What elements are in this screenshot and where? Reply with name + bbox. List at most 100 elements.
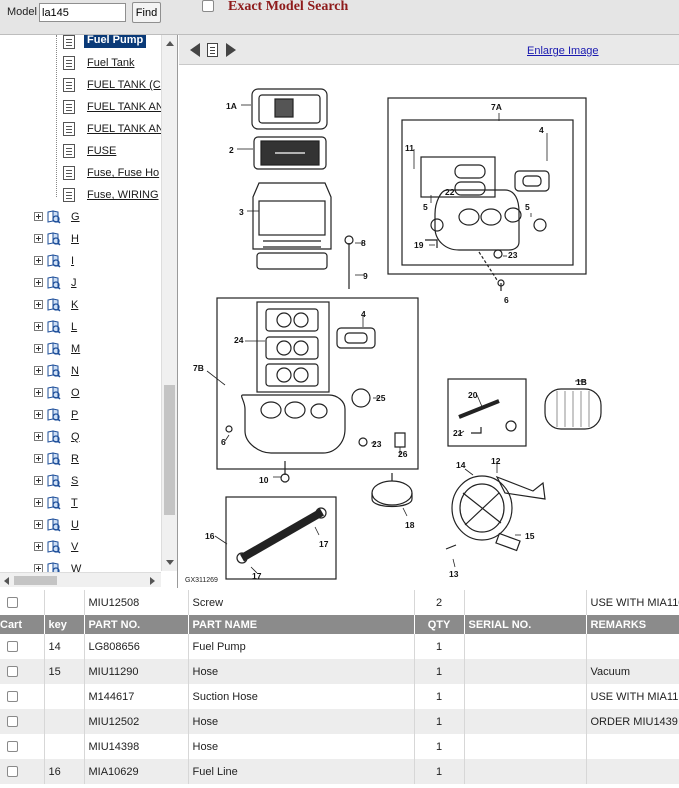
callout-21[interactable]: 21 [453,428,463,438]
scroll-right-icon[interactable] [150,577,155,585]
exact-model-checkbox[interactable] [202,0,214,12]
callout-6[interactable]: 6 [504,295,509,305]
expand-icon[interactable] [34,410,43,419]
scroll-thumb[interactable] [14,576,57,585]
expand-icon[interactable] [34,322,43,331]
tree-group-i[interactable]: I [34,252,94,272]
tree-item-fuse[interactable]: FUSE [63,142,163,162]
callout-22[interactable]: 22 [445,187,455,197]
scroll-left-icon[interactable] [4,577,9,585]
tree-group-r[interactable]: R [34,450,94,470]
expand-icon[interactable] [34,432,43,441]
tree-vertical-scrollbar[interactable] [161,35,177,571]
callout-17[interactable]: 17 [319,539,329,549]
callout-10[interactable]: 10 [259,475,269,485]
callout-24[interactable]: 24 [234,335,244,345]
callout-20[interactable]: 20 [468,390,478,400]
o-ring-5-right-part [533,218,547,232]
expand-icon[interactable] [34,542,43,551]
callout-6[interactable]: 6 [221,437,226,447]
tree-group-o[interactable]: O [34,384,94,404]
serial-cell [464,709,587,734]
callout-4[interactable]: 4 [361,309,366,319]
expand-icon[interactable] [34,256,43,265]
cart-checkbox[interactable] [7,716,18,728]
callout-5[interactable]: 5 [423,202,428,212]
tree-group-v[interactable]: V [34,538,94,558]
previous-arrow-icon[interactable] [190,43,200,57]
tree-group-m[interactable]: M [34,340,94,360]
callout-15[interactable]: 15 [525,531,535,541]
model-input[interactable] [39,3,126,22]
tree-group-s[interactable]: S [34,472,94,492]
scroll-up-icon[interactable] [166,41,174,46]
tree-horizontal-scrollbar[interactable] [0,572,161,587]
page-icon[interactable] [207,43,218,57]
callout-12[interactable]: 12 [491,456,501,466]
find-button[interactable]: Find [132,2,161,23]
cart-checkbox[interactable] [7,666,18,678]
expand-icon[interactable] [34,278,43,287]
callout-19[interactable]: 19 [414,240,424,250]
expand-icon[interactable] [34,344,43,353]
cart-checkbox[interactable] [7,597,18,609]
callout-25[interactable]: 25 [376,393,386,403]
tree-group-q[interactable]: Q [34,428,94,448]
callout-26[interactable]: 26 [398,449,408,459]
tree-item-fuse-wiring[interactable]: Fuse, WIRING [63,186,163,206]
callout-14[interactable]: 14 [456,460,466,470]
parts-diagram[interactable]: 1A237A411225519236894247B2562326201B2110… [179,65,679,588]
tree-item-fuel-pump[interactable]: Fuel Pump [63,35,163,53]
enlarge-image-link[interactable]: Enlarge Image [527,45,599,57]
cart-checkbox[interactable] [7,691,18,703]
expand-icon[interactable] [34,300,43,309]
expand-icon[interactable] [34,520,43,529]
scroll-down-icon[interactable] [166,560,174,565]
callout-7a[interactable]: 7A [491,102,502,112]
tree-item-fuel-tank-an-1[interactable]: FUEL TANK AN [63,98,164,118]
tree-group-k[interactable]: K [34,296,94,316]
callout-2[interactable]: 2 [229,145,234,155]
tree-item-fuse-holder[interactable]: Fuse, Fuse Ho [63,164,163,184]
callout-13[interactable]: 13 [449,569,459,579]
callout-23[interactable]: 23 [508,250,518,260]
expand-icon[interactable] [34,212,43,221]
callout-18[interactable]: 18 [405,520,415,530]
tree-item-fuel-tank[interactable]: Fuel Tank [63,54,163,74]
cart-checkbox[interactable] [7,741,18,753]
tree-group-l[interactable]: L [34,318,94,338]
callout-1a[interactable]: 1A [226,101,237,111]
expand-icon[interactable] [34,388,43,397]
expand-icon[interactable] [34,476,43,485]
tree-group-g[interactable]: G [34,208,94,228]
scroll-thumb[interactable] [164,385,175,515]
expand-icon[interactable] [34,498,43,507]
part-no-cell: MIA10629 [84,759,189,784]
callout-4[interactable]: 4 [539,125,544,135]
cart-checkbox[interactable] [7,641,18,653]
next-arrow-icon[interactable] [226,43,236,57]
callout-23[interactable]: 23 [372,439,382,449]
callout-8[interactable]: 8 [361,238,366,248]
expand-icon[interactable] [34,234,43,243]
callout-7b[interactable]: 7B [193,363,204,373]
callout-3[interactable]: 3 [239,207,244,217]
tree-group-u[interactable]: U [34,516,94,536]
callout-16[interactable]: 16 [205,531,215,541]
document-icon [63,122,75,136]
cart-checkbox[interactable] [7,766,18,778]
callout-9[interactable]: 9 [363,271,368,281]
callout-5[interactable]: 5 [525,202,530,212]
tree-group-p[interactable]: P [34,406,94,426]
tree-item-fuel-tank-c[interactable]: FUEL TANK (C [63,76,163,96]
expand-icon[interactable] [34,454,43,463]
tree-group-j[interactable]: J [34,274,94,294]
callout-1b[interactable]: 1B [576,377,587,387]
tree-group-t[interactable]: T [34,494,94,514]
callout-17[interactable]: 17 [252,571,262,581]
tree-group-h[interactable]: H [34,230,94,250]
tree-item-fuel-tank-an-2[interactable]: FUEL TANK AN [63,120,164,140]
callout-11[interactable]: 11 [405,143,414,153]
expand-icon[interactable] [34,366,43,375]
tree-group-n[interactable]: N [34,362,94,382]
